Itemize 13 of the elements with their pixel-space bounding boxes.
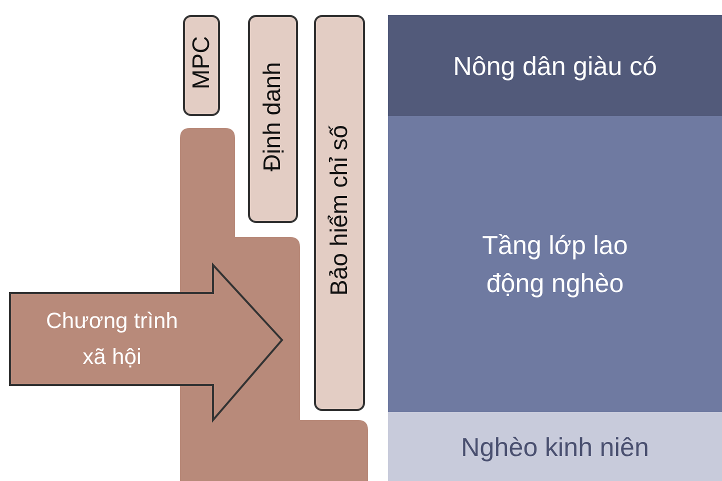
box-label: Nghèo kinh niên <box>460 430 650 464</box>
band <box>388 15 722 116</box>
box-label: Tầng lớp lao động nghèo <box>481 229 629 300</box>
box-label: Bảo hiểm chỉ số <box>326 125 354 296</box>
arrow-label: Chương trình xã hội <box>45 307 179 371</box>
band <box>388 116 722 412</box>
box-label: Nông dân giàu có <box>452 50 658 82</box>
label-box <box>183 15 220 116</box>
label-box <box>248 15 298 223</box>
label-box <box>314 15 365 411</box>
band <box>388 412 722 481</box>
box-label: Định danh <box>259 62 287 172</box>
box-label: MPC <box>188 36 216 90</box>
